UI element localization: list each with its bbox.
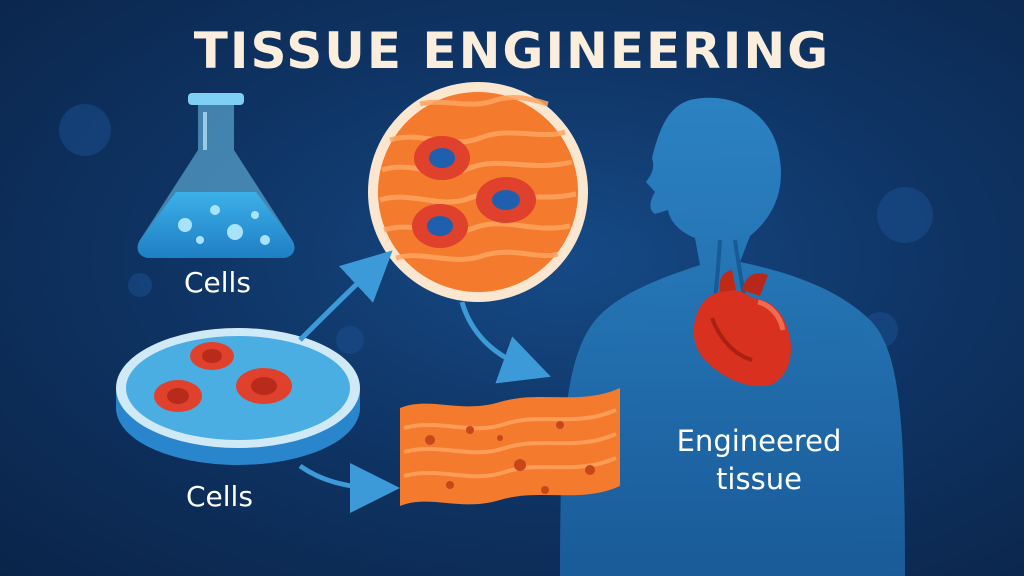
- tissue-sheet-icon: [400, 388, 620, 506]
- cell: [414, 136, 470, 180]
- cell: [154, 380, 202, 412]
- cell: [476, 177, 536, 223]
- flask-icon: [137, 93, 295, 258]
- scaffold-circle-icon: [368, 82, 588, 302]
- dish-label: Cells: [186, 480, 253, 513]
- arrow-icon: [298, 250, 393, 342]
- engineered-label-line1: Engineered: [676, 424, 842, 458]
- flask-label: Cells: [184, 266, 251, 299]
- cell: [236, 368, 292, 404]
- engineered-tissue-label: Engineered tissue: [654, 422, 864, 498]
- arrows: [298, 250, 551, 513]
- arrow-icon: [459, 301, 551, 384]
- cell: [190, 342, 234, 370]
- heart-icon: [693, 270, 791, 387]
- cell: [412, 204, 468, 248]
- petri-dish-icon: [116, 328, 360, 465]
- page-title: TISSUE ENGINEERING: [193, 22, 831, 80]
- arrow-icon: [298, 462, 400, 513]
- engineered-label-line2: tissue: [716, 462, 802, 496]
